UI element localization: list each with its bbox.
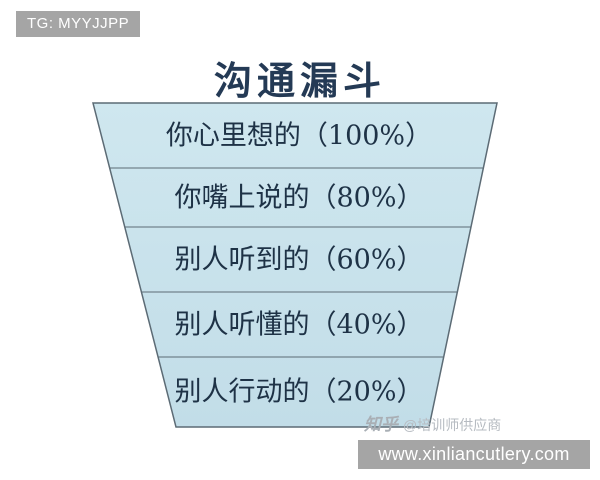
zhihu-logo-icon: 知乎 [364, 415, 398, 435]
funnel-level-2-label: 你嘴上说的（80%） [174, 183, 423, 214]
funnel-level-5-label: 别人行动的（20%） [174, 377, 423, 408]
funnel-body [92, 102, 498, 428]
website-watermark-banner: www.xinliancutlery.com [358, 440, 590, 469]
zhihu-watermark-handle: @培训师供应商 [403, 417, 502, 433]
funnel-level-3-label: 别人听到的（60%） [174, 245, 423, 276]
funnel-level-1-label: 你心里想的（100%） [166, 121, 432, 152]
zhihu-watermark: 知乎 @培训师供应商 [364, 410, 501, 435]
funnel-level-4-label: 别人听懂的（40%） [174, 310, 423, 341]
telegram-watermark-banner: TG: MYYJJPP [16, 11, 141, 37]
funnel-title: 沟通漏斗 [213, 58, 386, 103]
